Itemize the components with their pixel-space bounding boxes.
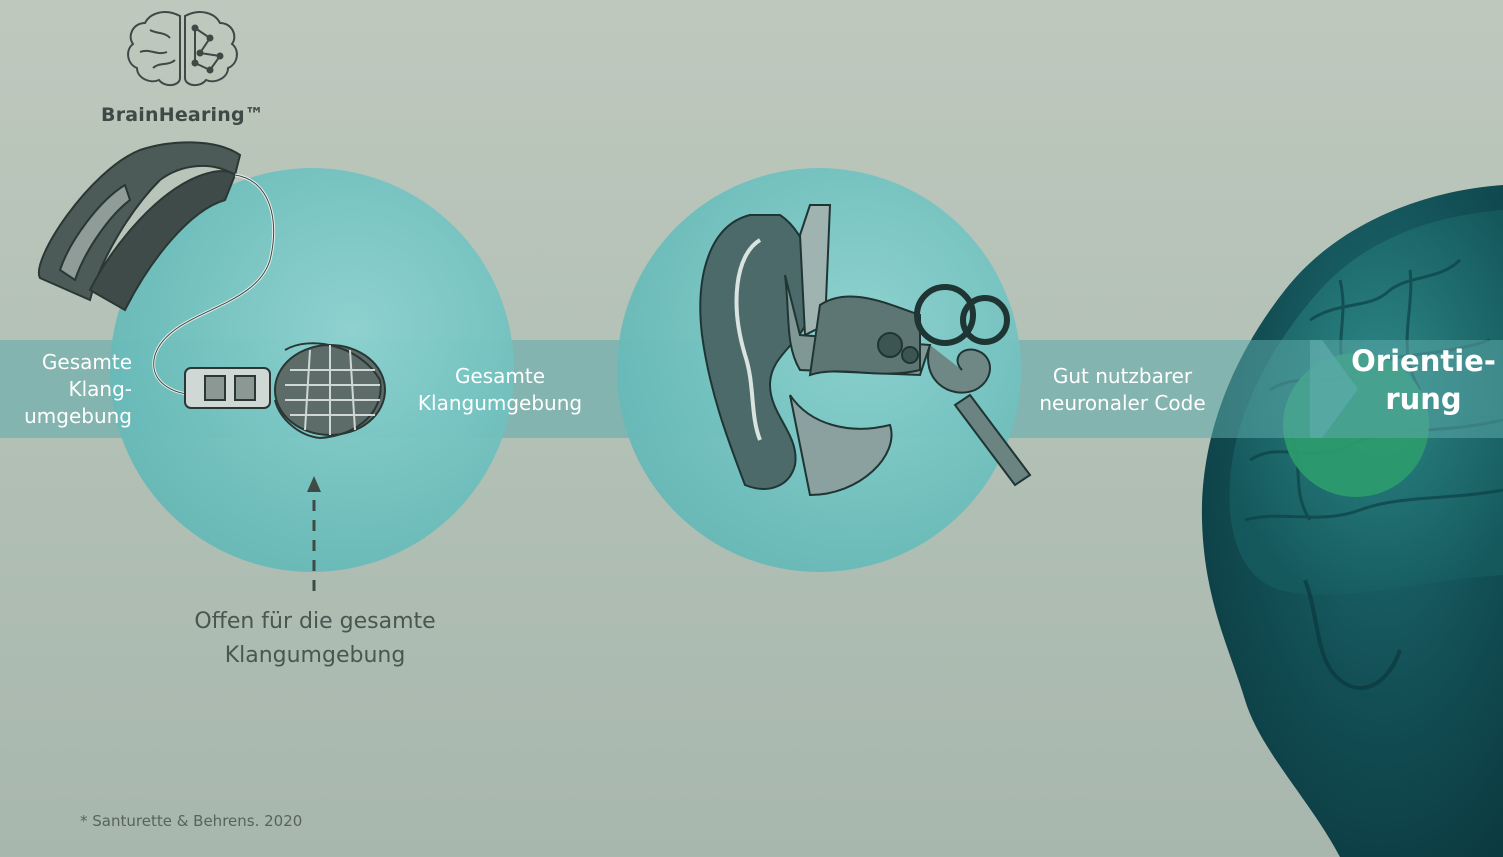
ear-anatomy-illustration: [690, 195, 1040, 505]
label-line: neuronaler Code: [1020, 390, 1225, 417]
label-processed-sound: Gesamte Klangumgebung: [400, 363, 600, 417]
brain-icon: [95, 8, 270, 104]
label-input-sound: Gesamte Klang- umgebung: [10, 349, 132, 430]
note-line: Klangumgebung: [150, 639, 480, 673]
note-line: Offen für die gesamte: [150, 605, 480, 639]
head-brain-illustration: [1190, 180, 1503, 857]
label-line: rung: [1336, 380, 1503, 418]
brainhearing-logo: BrainHearing™: [95, 8, 270, 138]
dashed-arrow-up-icon: [304, 476, 324, 600]
label-line: Klang-: [10, 376, 132, 403]
label-line: Gut nutzbarer: [1020, 363, 1225, 390]
label-line: Klangumgebung: [400, 390, 600, 417]
label-neural-code: Gut nutzbarer neuronaler Code: [1020, 363, 1225, 417]
label-line: Gesamte: [10, 349, 132, 376]
logo-text: BrainHearing™: [95, 104, 270, 126]
open-for-sound-note: Offen für die gesamte Klangumgebung: [150, 605, 480, 673]
label-line: Orientie-: [1336, 342, 1503, 380]
label-orientation: Orientie- rung: [1336, 342, 1503, 418]
citation-footnote: * Santurette & Behrens. 2020: [80, 812, 302, 830]
label-line: umgebung: [10, 403, 132, 430]
label-line: Gesamte: [400, 363, 600, 390]
